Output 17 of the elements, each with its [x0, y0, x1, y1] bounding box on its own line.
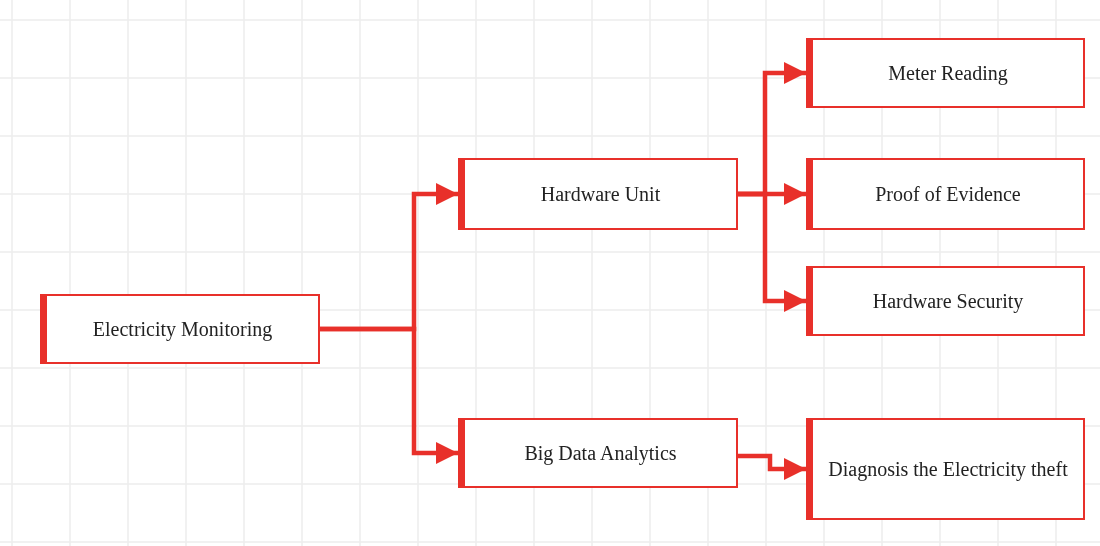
process-box	[806, 266, 1085, 336]
process-box	[458, 418, 738, 488]
process-box	[806, 158, 1085, 230]
process-box	[806, 38, 1085, 108]
node-label: Hardware Unit	[540, 182, 661, 207]
node-label: Hardware Security	[872, 289, 1024, 314]
process-box	[40, 294, 320, 364]
connector-arrow	[738, 453, 806, 481]
node-label: Proof of Evidence	[875, 182, 1021, 207]
node-label: Meter Reading	[888, 61, 1008, 86]
connector-arrow	[320, 326, 458, 465]
process-box	[458, 158, 738, 230]
node-label: Diagnosis the Electricity theft	[828, 457, 1068, 482]
node-label: Big Data Analytics	[524, 441, 677, 466]
connector-arrow	[738, 191, 806, 313]
node-label: Electricity Monitoring	[92, 317, 273, 342]
process-box	[806, 418, 1085, 520]
